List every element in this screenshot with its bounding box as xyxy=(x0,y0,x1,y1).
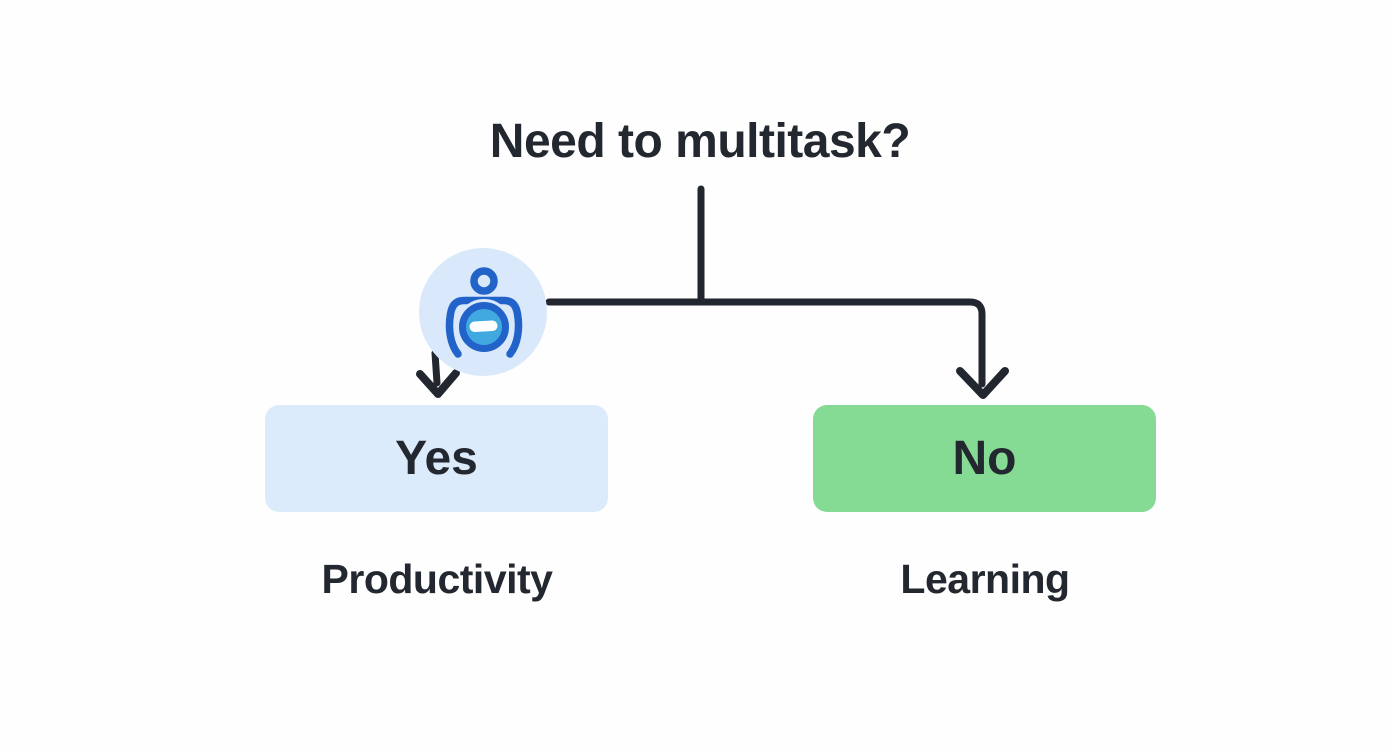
decision-question-title: Need to multitask? xyxy=(489,115,911,168)
decision-node-no: No xyxy=(813,405,1156,512)
left-arrow-shaft xyxy=(431,349,441,387)
outcome-label-productivity: Productivity xyxy=(321,556,553,602)
branch-line xyxy=(545,298,986,388)
person-head xyxy=(470,267,498,295)
left-arrowhead-icon xyxy=(416,369,460,398)
right-arrowhead-icon xyxy=(956,367,1009,399)
multitasking-person-icon xyxy=(419,248,547,376)
decision-node-yes: Yes xyxy=(265,405,608,512)
outcome-label-learning: Learning xyxy=(900,556,1070,602)
ring-highlight xyxy=(469,320,498,332)
